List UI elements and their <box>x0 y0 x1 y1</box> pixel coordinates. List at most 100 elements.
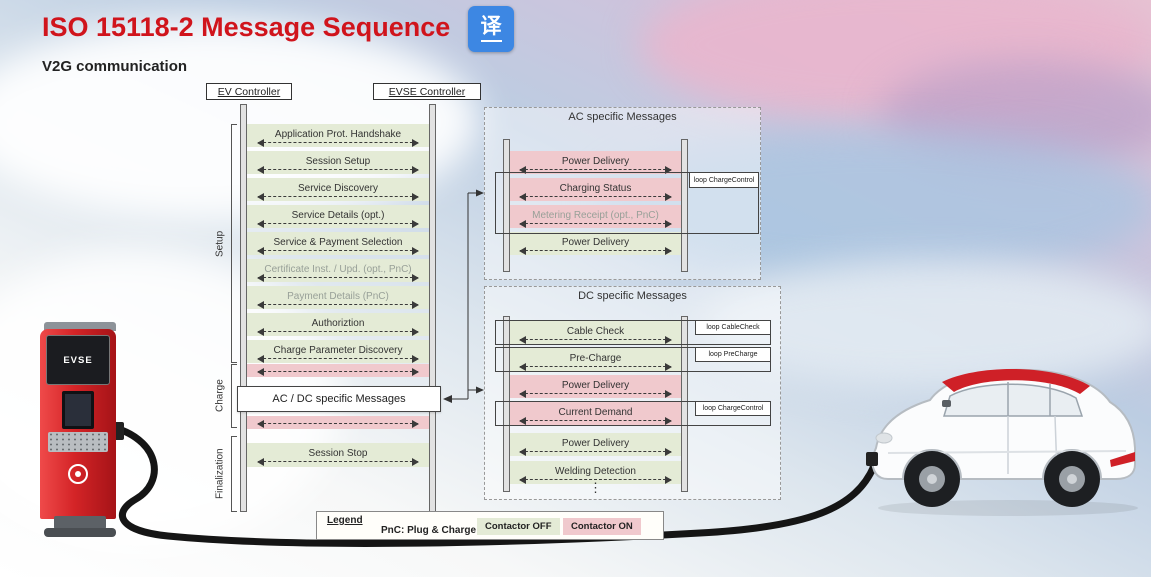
phase-label-setup: Setup <box>214 230 226 257</box>
evse-station: EVSE <box>38 322 126 538</box>
message-row: Charging Status <box>510 178 681 201</box>
ev-lifeline <box>240 104 247 512</box>
dc-evse-lifeline <box>681 316 688 492</box>
message-arrow <box>256 273 420 282</box>
station-screen <box>62 391 94 429</box>
message-label: Application Prot. Handshake <box>274 128 402 140</box>
message-row: Certificate Inst. / Upd. (opt., PnC) <box>247 259 429 282</box>
ev-car <box>866 368 1138 516</box>
message-row: Power Delivery <box>510 433 681 456</box>
evse-lifeline <box>429 104 436 512</box>
loop-label: loop ChargeControl <box>689 172 759 188</box>
ac-evse-lifeline <box>681 139 688 272</box>
message-label: Cable Check <box>566 325 625 337</box>
message-label: Power Delivery <box>561 155 630 167</box>
station-logo-icon <box>68 464 88 484</box>
charge-stripe <box>247 364 429 377</box>
loop-label: loop PreCharge <box>695 347 771 362</box>
cloud <box>640 0 1151 120</box>
message-arrow <box>256 138 420 147</box>
message-label: Power Delivery <box>561 379 630 391</box>
message-row: Charge Parameter Discovery <box>247 340 429 363</box>
station-base <box>44 528 116 537</box>
ev-controller-box: EV Controller <box>206 83 292 100</box>
message-arrow <box>519 335 673 344</box>
message-row: Pre-Charge <box>510 348 681 371</box>
message-arrow <box>519 246 673 255</box>
loop-label: loop CableCheck <box>695 320 771 335</box>
message-label: Service Details (opt.) <box>291 209 385 221</box>
loop-label: loop ChargeControl <box>695 401 771 416</box>
message-label: Power Delivery <box>561 236 630 248</box>
message-row: Session Stop <box>247 443 429 467</box>
message-arrow <box>256 420 420 428</box>
message-label: Authoriztion <box>311 317 365 329</box>
message-arrow <box>256 458 420 466</box>
message-row: Session Setup <box>247 151 429 174</box>
station-label: EVSE <box>63 354 93 366</box>
message-label: Charge Parameter Discovery <box>273 344 403 356</box>
message-label: Pre-Charge <box>569 352 622 364</box>
message-arrow <box>519 219 673 228</box>
message-label: Session Setup <box>305 155 371 167</box>
message-label: Service & Payment Selection <box>273 236 403 248</box>
dc-panel-title: DC specific Messages <box>578 290 687 302</box>
message-label: Metering Receipt (opt., PnC) <box>532 209 659 221</box>
finalization-phase-bracket <box>231 436 237 512</box>
station-vent <box>48 432 108 452</box>
message-arrow <box>256 327 420 336</box>
message-row: Service & Payment Selection <box>247 232 429 255</box>
legend-contactor-off: Contactor OFF <box>477 518 560 535</box>
message-row: Service Discovery <box>247 178 429 201</box>
legend-contactor-on: Contactor ON <box>563 518 641 535</box>
translate-icon: 译 <box>480 16 502 42</box>
message-label: Session Stop <box>308 448 368 459</box>
continuation-ellipsis: ⋮ <box>589 480 602 495</box>
message-row: Power Delivery <box>510 151 681 174</box>
message-label: Power Delivery <box>561 437 630 449</box>
evse-controller-box: EVSE Controller <box>373 83 481 100</box>
ac-panel-title: AC specific Messages <box>568 111 677 123</box>
message-arrow <box>256 246 420 255</box>
phase-label-charge: Charge <box>214 379 226 413</box>
legend: Legend PnC: Plug & Charge Contactor OFF … <box>316 511 664 540</box>
message-row: Payment Details (PnC) <box>247 286 429 309</box>
message-arrow <box>256 300 420 309</box>
message-arrow <box>519 416 673 425</box>
charge-stripe <box>247 416 429 429</box>
dc-panel: DC specific Messages Cable Check Pre-Cha… <box>484 286 781 500</box>
cloud <box>880 60 1151 170</box>
message-row: Cable Check <box>510 321 681 344</box>
message-arrow <box>256 354 420 363</box>
message-row: Application Prot. Handshake <box>247 124 429 147</box>
message-arrow <box>256 368 420 376</box>
message-arrow <box>519 389 673 398</box>
message-row: Metering Receipt (opt., PnC) <box>510 205 681 228</box>
ac-panel: AC specific Messages Power Delivery Char… <box>484 107 761 280</box>
message-label: Current Demand <box>558 406 633 418</box>
legend-title: Legend <box>327 515 363 526</box>
message-arrow <box>256 192 420 201</box>
message-label: Service Discovery <box>297 182 379 194</box>
message-row: Authoriztion <box>247 313 429 336</box>
setup-phase-bracket <box>231 124 237 363</box>
message-arrow <box>519 192 673 201</box>
ev-controller-label: EV Controller <box>217 85 281 98</box>
message-label: Welding Detection <box>555 465 636 477</box>
message-row: Power Delivery <box>510 232 681 255</box>
legend-pnc-note: PnC: Plug & Charge <box>381 525 477 536</box>
message-label: Certificate Inst. / Upd. (opt., PnC) <box>264 263 412 275</box>
page-subtitle: V2G communication <box>42 58 188 75</box>
message-row: Current Demand <box>510 402 681 425</box>
message-arrow <box>256 165 420 174</box>
ac-ev-lifeline <box>503 139 510 272</box>
message-row: Power Delivery <box>510 375 681 398</box>
message-label: Payment Details (PnC) <box>287 290 389 302</box>
translate-button[interactable]: 译 <box>468 6 514 52</box>
message-arrow <box>256 219 420 228</box>
message-row: Service Details (opt.) <box>247 205 429 228</box>
station-display-bezel: EVSE <box>46 335 110 385</box>
ac-dc-specific-box: AC / DC specific Messages <box>237 386 441 412</box>
evse-controller-label: EVSE Controller <box>388 85 466 98</box>
